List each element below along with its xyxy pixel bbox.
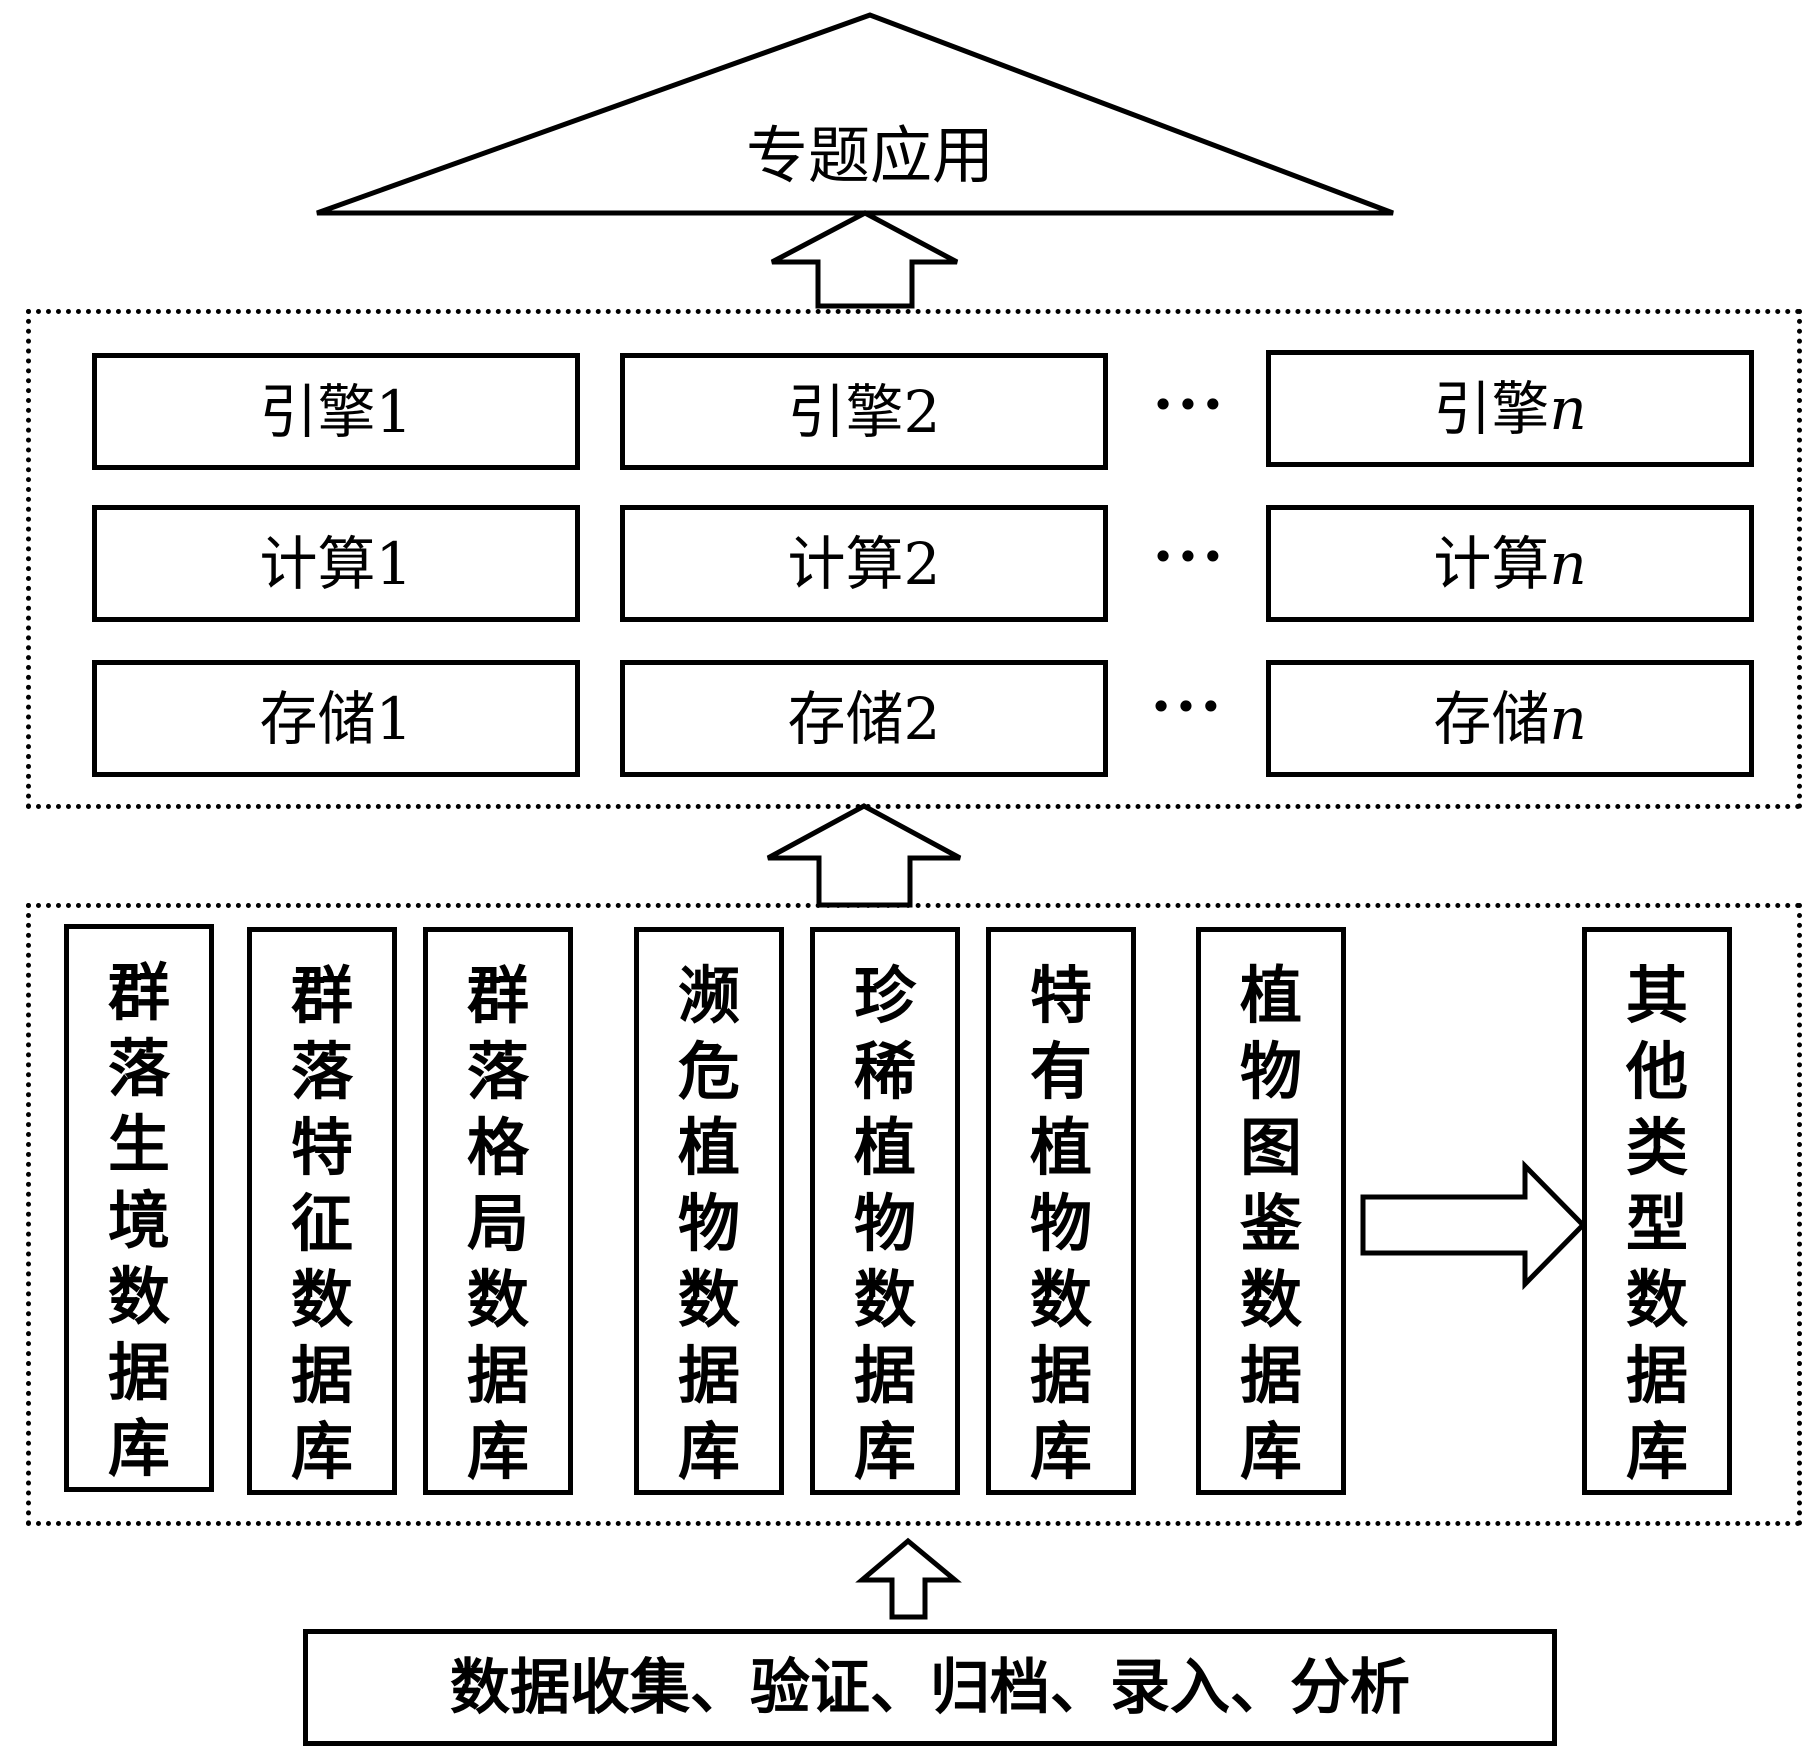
storage-1-box: 存储1 (92, 660, 580, 777)
other-type-db: 其他类型数据库 (1582, 927, 1732, 1495)
engine-ellipsis: ··· (1152, 370, 1228, 440)
community-habitat-db: 群落生境数据库 (64, 924, 214, 1492)
storage-ellipsis: ··· (1150, 672, 1226, 742)
engine-2-box: 引擎2 (620, 353, 1108, 470)
compute-1-box: 计算1 (92, 505, 580, 622)
endangered-plant-db: 濒危植物数据库 (634, 927, 784, 1495)
up-arrow-1 (770, 210, 959, 309)
endemic-plant-db: 特有植物数据库 (986, 927, 1136, 1495)
engine-1-box: 引擎1 (92, 353, 580, 470)
database-group (26, 903, 1802, 1526)
data-process-box: 数据收集、验证、归档、录入、分析 (303, 1629, 1557, 1746)
plant-atlas-db: 植物图鉴数据库 (1196, 927, 1346, 1495)
compute-2-box: 计算2 (620, 505, 1108, 622)
storage-2-box: 存储2 (620, 660, 1108, 777)
up-arrow-3 (855, 1537, 962, 1620)
community-pattern-db: 群落格局数据库 (423, 927, 573, 1495)
application-triangle (316, 12, 1394, 216)
compute-ellipsis: ··· (1152, 522, 1228, 592)
up-arrow-2 (766, 803, 962, 908)
engine-group (26, 309, 1802, 809)
community-feature-db: 群落特征数据库 (247, 927, 397, 1495)
right-arrow (1360, 1159, 1587, 1291)
application-title: 专题应用 (745, 119, 994, 192)
rare-plant-db: 珍稀植物数据库 (810, 927, 960, 1495)
